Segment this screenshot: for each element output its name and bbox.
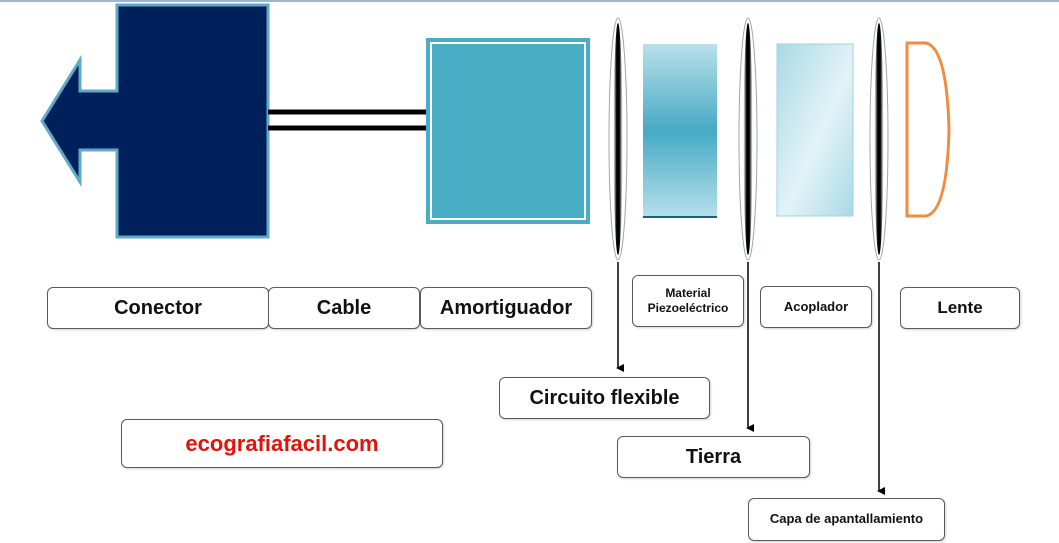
label-lente: Lente	[900, 287, 1020, 329]
label-conector: Conector	[47, 287, 269, 329]
label-cable: Cable	[268, 287, 420, 329]
damper-block	[426, 38, 590, 224]
coupler-block	[776, 43, 854, 217]
connector-shape	[40, 3, 270, 239]
watermark-box: ecografiafacil.com	[121, 419, 443, 468]
label-material-piezoelectrico: Material Piezoeléctrico	[632, 275, 744, 327]
label-capa-apantallamiento: Capa de apantallamiento	[748, 498, 945, 541]
label-amortiguador: Amortiguador	[420, 287, 592, 329]
label-circuito-flexible: Circuito flexible	[499, 377, 710, 419]
shield-disc	[869, 17, 889, 261]
top-border-line	[0, 0, 1059, 2]
watermark-text: ecografiafacil.com	[185, 430, 379, 456]
lens-shape	[905, 41, 951, 218]
ground-disc	[738, 17, 758, 261]
label-acoplador: Acoplador	[760, 286, 872, 328]
piezo-block	[643, 44, 717, 218]
damper-inner-border	[430, 42, 586, 220]
flex-circuit-disc	[608, 17, 628, 261]
label-tierra: Tierra	[617, 436, 810, 478]
